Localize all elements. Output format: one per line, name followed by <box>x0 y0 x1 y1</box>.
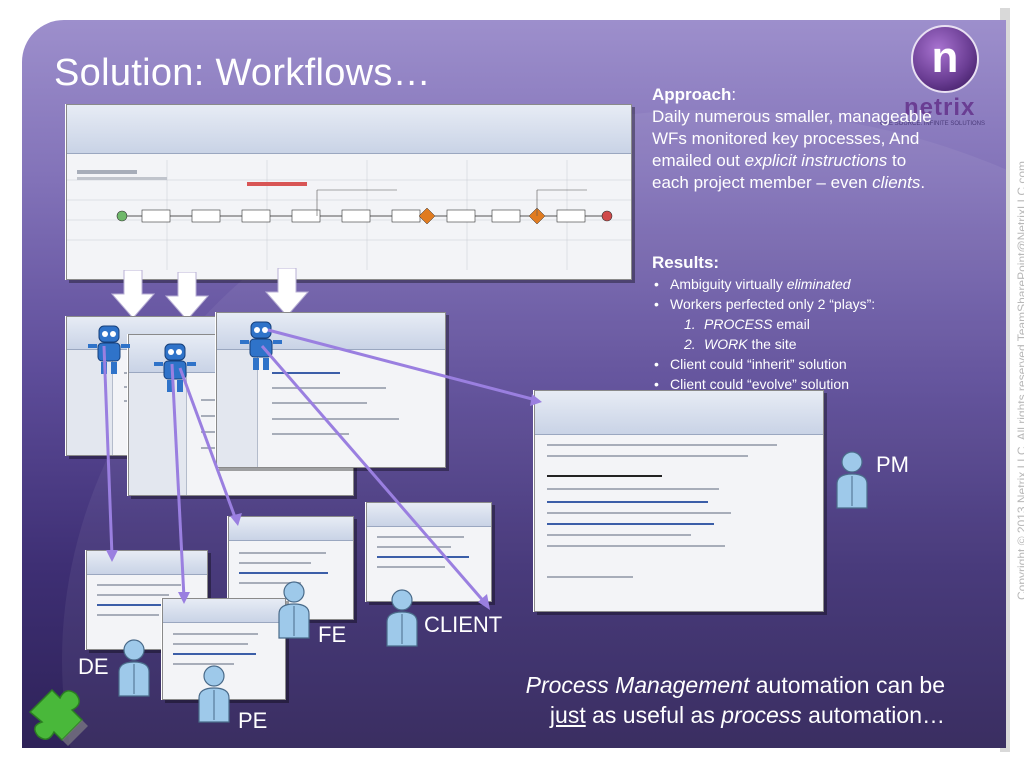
approach-text-1: Daily numerous smaller, manageable WFs m… <box>652 107 932 170</box>
workflow-diagram-icon <box>67 160 631 270</box>
results-block: Results: Ambiguity virtually eliminated … <box>652 252 942 394</box>
results-bullet-4: Client could “evolve” solution <box>652 374 942 394</box>
robot-icon <box>88 325 130 374</box>
pm-label: PM <box>876 452 909 477</box>
down-arrow-icon <box>110 270 156 319</box>
down-arrow-icon <box>164 272 210 321</box>
slide-title: Solution: Workflows… <box>54 52 431 94</box>
logo-tagline: ONE SOURCE. INFINITE SOLUTIONS <box>880 121 986 127</box>
client-label: CLIENT <box>424 612 503 637</box>
de-label: DE <box>78 654 109 679</box>
results-bullet-2: Workers perfected only 2 “plays”: <box>652 294 942 314</box>
approach-text-3: . <box>920 173 926 192</box>
logo-letter: n <box>932 33 959 82</box>
fe-label: FE <box>318 622 347 647</box>
person-icon-pm <box>836 451 868 509</box>
robot-icon <box>240 321 282 370</box>
workflow-designer-screenshot <box>66 104 632 280</box>
copyright-vertical-text: Copyright © 2013 Netrix LLC, All rights … <box>1015 161 1024 600</box>
tagline-line-1: Process Management automation can be <box>525 672 945 698</box>
approach-emphasis-1: explicit instructions <box>744 151 888 170</box>
puzzle-piece-icon <box>28 688 88 746</box>
approach-block: Approach: Daily numerous smaller, manage… <box>652 85 932 192</box>
tagline-line-2: just as useful as process automation… <box>549 702 945 728</box>
logo-wordmark: netrix <box>904 94 976 121</box>
approach-text-2: to each project member – even <box>652 151 907 192</box>
approach-emphasis-2: clients <box>872 173 921 192</box>
results-numbered-1: 1.PROCESS email <box>684 316 810 332</box>
results-bullet-1: Ambiguity virtually eliminated <box>652 274 942 294</box>
approach-heading: Approach <box>652 85 732 104</box>
results-numbered-2: 2.WORK the site <box>684 336 797 352</box>
tagline: Process Management automation can be jus… <box>420 670 945 730</box>
person-icon-de <box>118 639 150 697</box>
down-arrow-icon <box>264 268 310 317</box>
pe-label: PE <box>238 708 268 733</box>
person-icon-client <box>386 589 418 647</box>
client-email-screenshot <box>366 502 492 602</box>
person-icon-fe <box>278 581 310 639</box>
netrix-logo-icon: n <box>911 25 979 93</box>
results-heading: Results <box>652 253 714 272</box>
person-icon-pe <box>198 665 230 723</box>
pm-email-screenshot <box>534 390 824 612</box>
robot-icon <box>154 343 196 392</box>
results-bullet-3: Client could “inherit” solution <box>652 354 942 374</box>
